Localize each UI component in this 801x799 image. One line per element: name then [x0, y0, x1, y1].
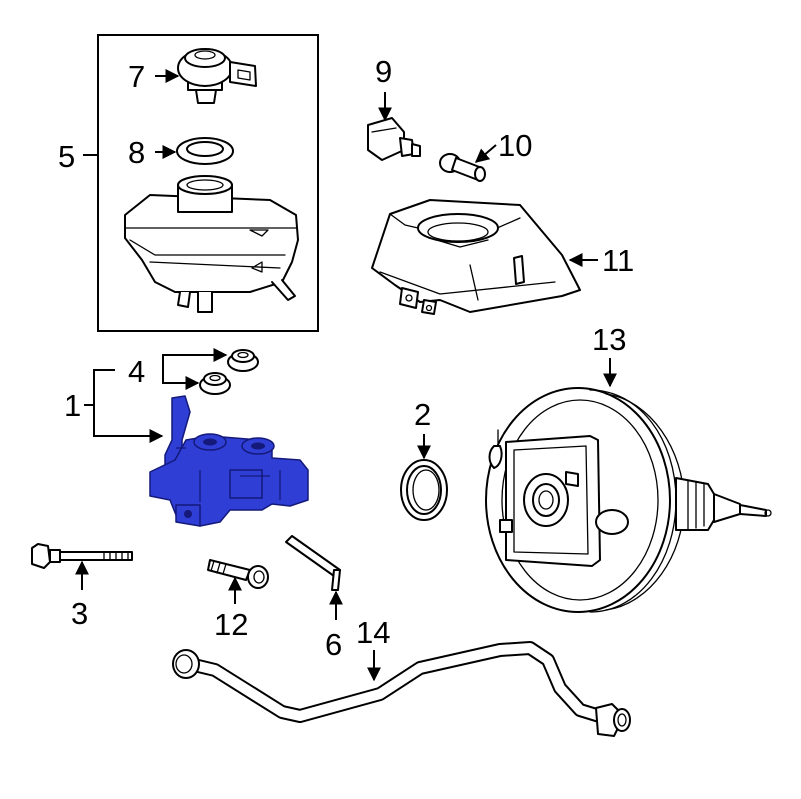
callout-9: 9	[375, 54, 392, 89]
callout-10: 10	[498, 128, 532, 163]
leader-lines	[75, 69, 617, 682]
callout-7: 7	[128, 59, 145, 94]
part-9-sensor[interactable]	[367, 117, 421, 161]
part-5-reservoir[interactable]	[124, 175, 299, 313]
part-1-master-cylinder[interactable]	[149, 395, 309, 527]
part-14-vacuum-hose[interactable]	[172, 641, 631, 737]
callout-3: 3	[71, 596, 88, 631]
part-6-pin[interactable]	[285, 535, 341, 591]
part-13-brake-booster[interactable]	[485, 387, 772, 613]
part-11-cover[interactable]	[371, 199, 581, 315]
callout-14: 14	[356, 615, 390, 650]
callout-2: 2	[414, 397, 431, 432]
callout-13: 13	[592, 322, 626, 357]
callout-6: 6	[325, 627, 342, 662]
part-8-seal-ring[interactable]	[176, 137, 234, 165]
callout-11: 11	[602, 243, 634, 278]
callout-12: 12	[214, 607, 248, 642]
callout-1: 1	[64, 388, 81, 423]
reservoir-group-box	[97, 34, 319, 332]
part-3-bolt[interactable]	[31, 543, 133, 569]
part-7-reservoir-cap[interactable]	[177, 48, 257, 104]
callout-4: 4	[128, 354, 145, 389]
callout-8: 8	[128, 135, 145, 170]
part-12-bolt[interactable]	[207, 559, 269, 589]
part-10-bolt[interactable]	[439, 153, 486, 182]
part-4-grommet-lower[interactable]	[199, 372, 231, 395]
part-2-seal[interactable]	[400, 459, 448, 521]
part-4-grommet-upper[interactable]	[227, 349, 259, 372]
callout-5: 5	[58, 139, 75, 174]
